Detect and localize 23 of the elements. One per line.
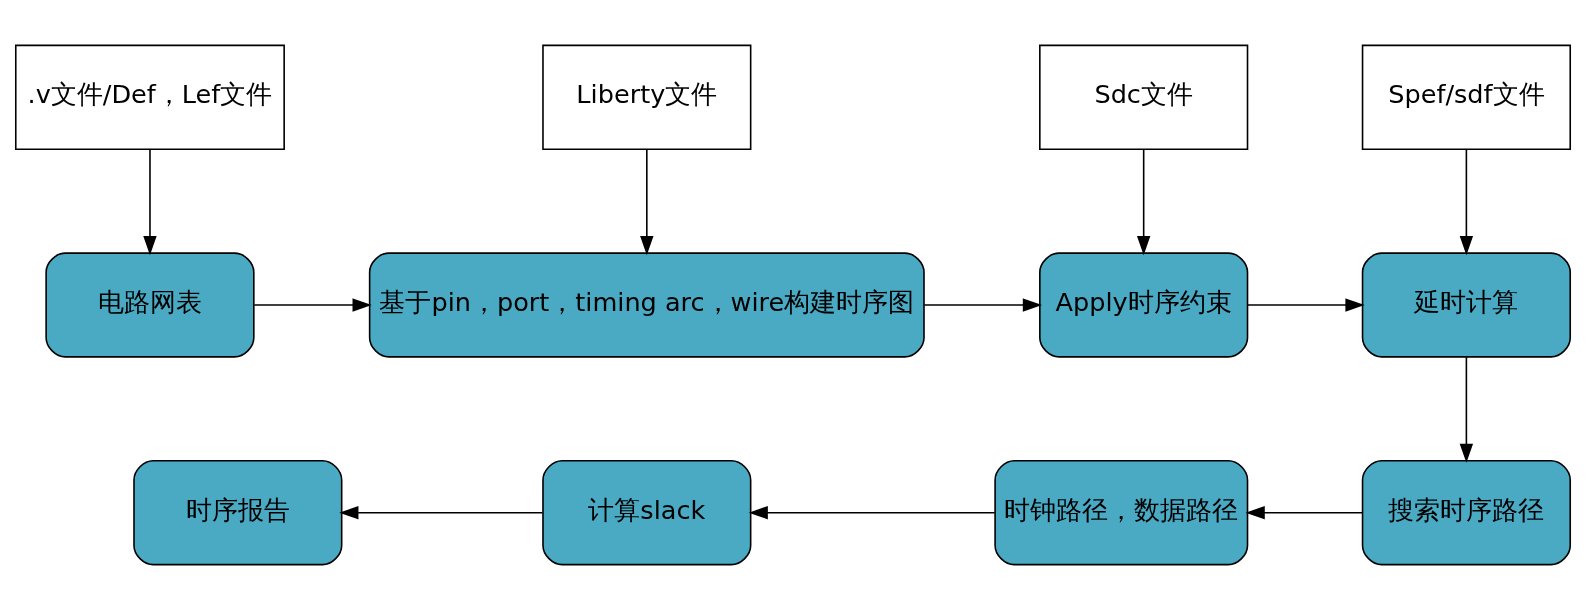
node-box: 计算slack <box>542 459 752 565</box>
node-box: Apply时序约束 <box>1039 251 1249 358</box>
arrow <box>1459 148 1474 255</box>
node-box: Sdc文件 <box>1039 44 1249 150</box>
node-box: 电路网表 <box>45 251 255 358</box>
arrow <box>143 148 157 255</box>
node-box: 延时计算 <box>1361 251 1572 358</box>
arrow <box>339 505 544 519</box>
node-box: Spef/sdf文件 <box>1361 44 1572 150</box>
node-box: Liberty文件 <box>542 44 752 150</box>
arrow <box>1136 148 1151 255</box>
node-box: .v文件/Def，Lef文件 <box>14 44 285 150</box>
arrow <box>923 297 1042 312</box>
arrow <box>1245 505 1364 519</box>
node-box: 时序报告 <box>133 459 343 565</box>
arrow <box>640 148 654 255</box>
arrow <box>1459 355 1474 463</box>
node-box: 基于pin，port，timing arc，wire构建时序图 <box>368 251 925 358</box>
arrow <box>253 297 372 312</box>
node-box: 时钟路径，数据路径 <box>994 459 1249 565</box>
node-box: 搜索时序路径 <box>1361 459 1572 565</box>
arrow <box>748 505 996 519</box>
arrow <box>1246 297 1365 312</box>
